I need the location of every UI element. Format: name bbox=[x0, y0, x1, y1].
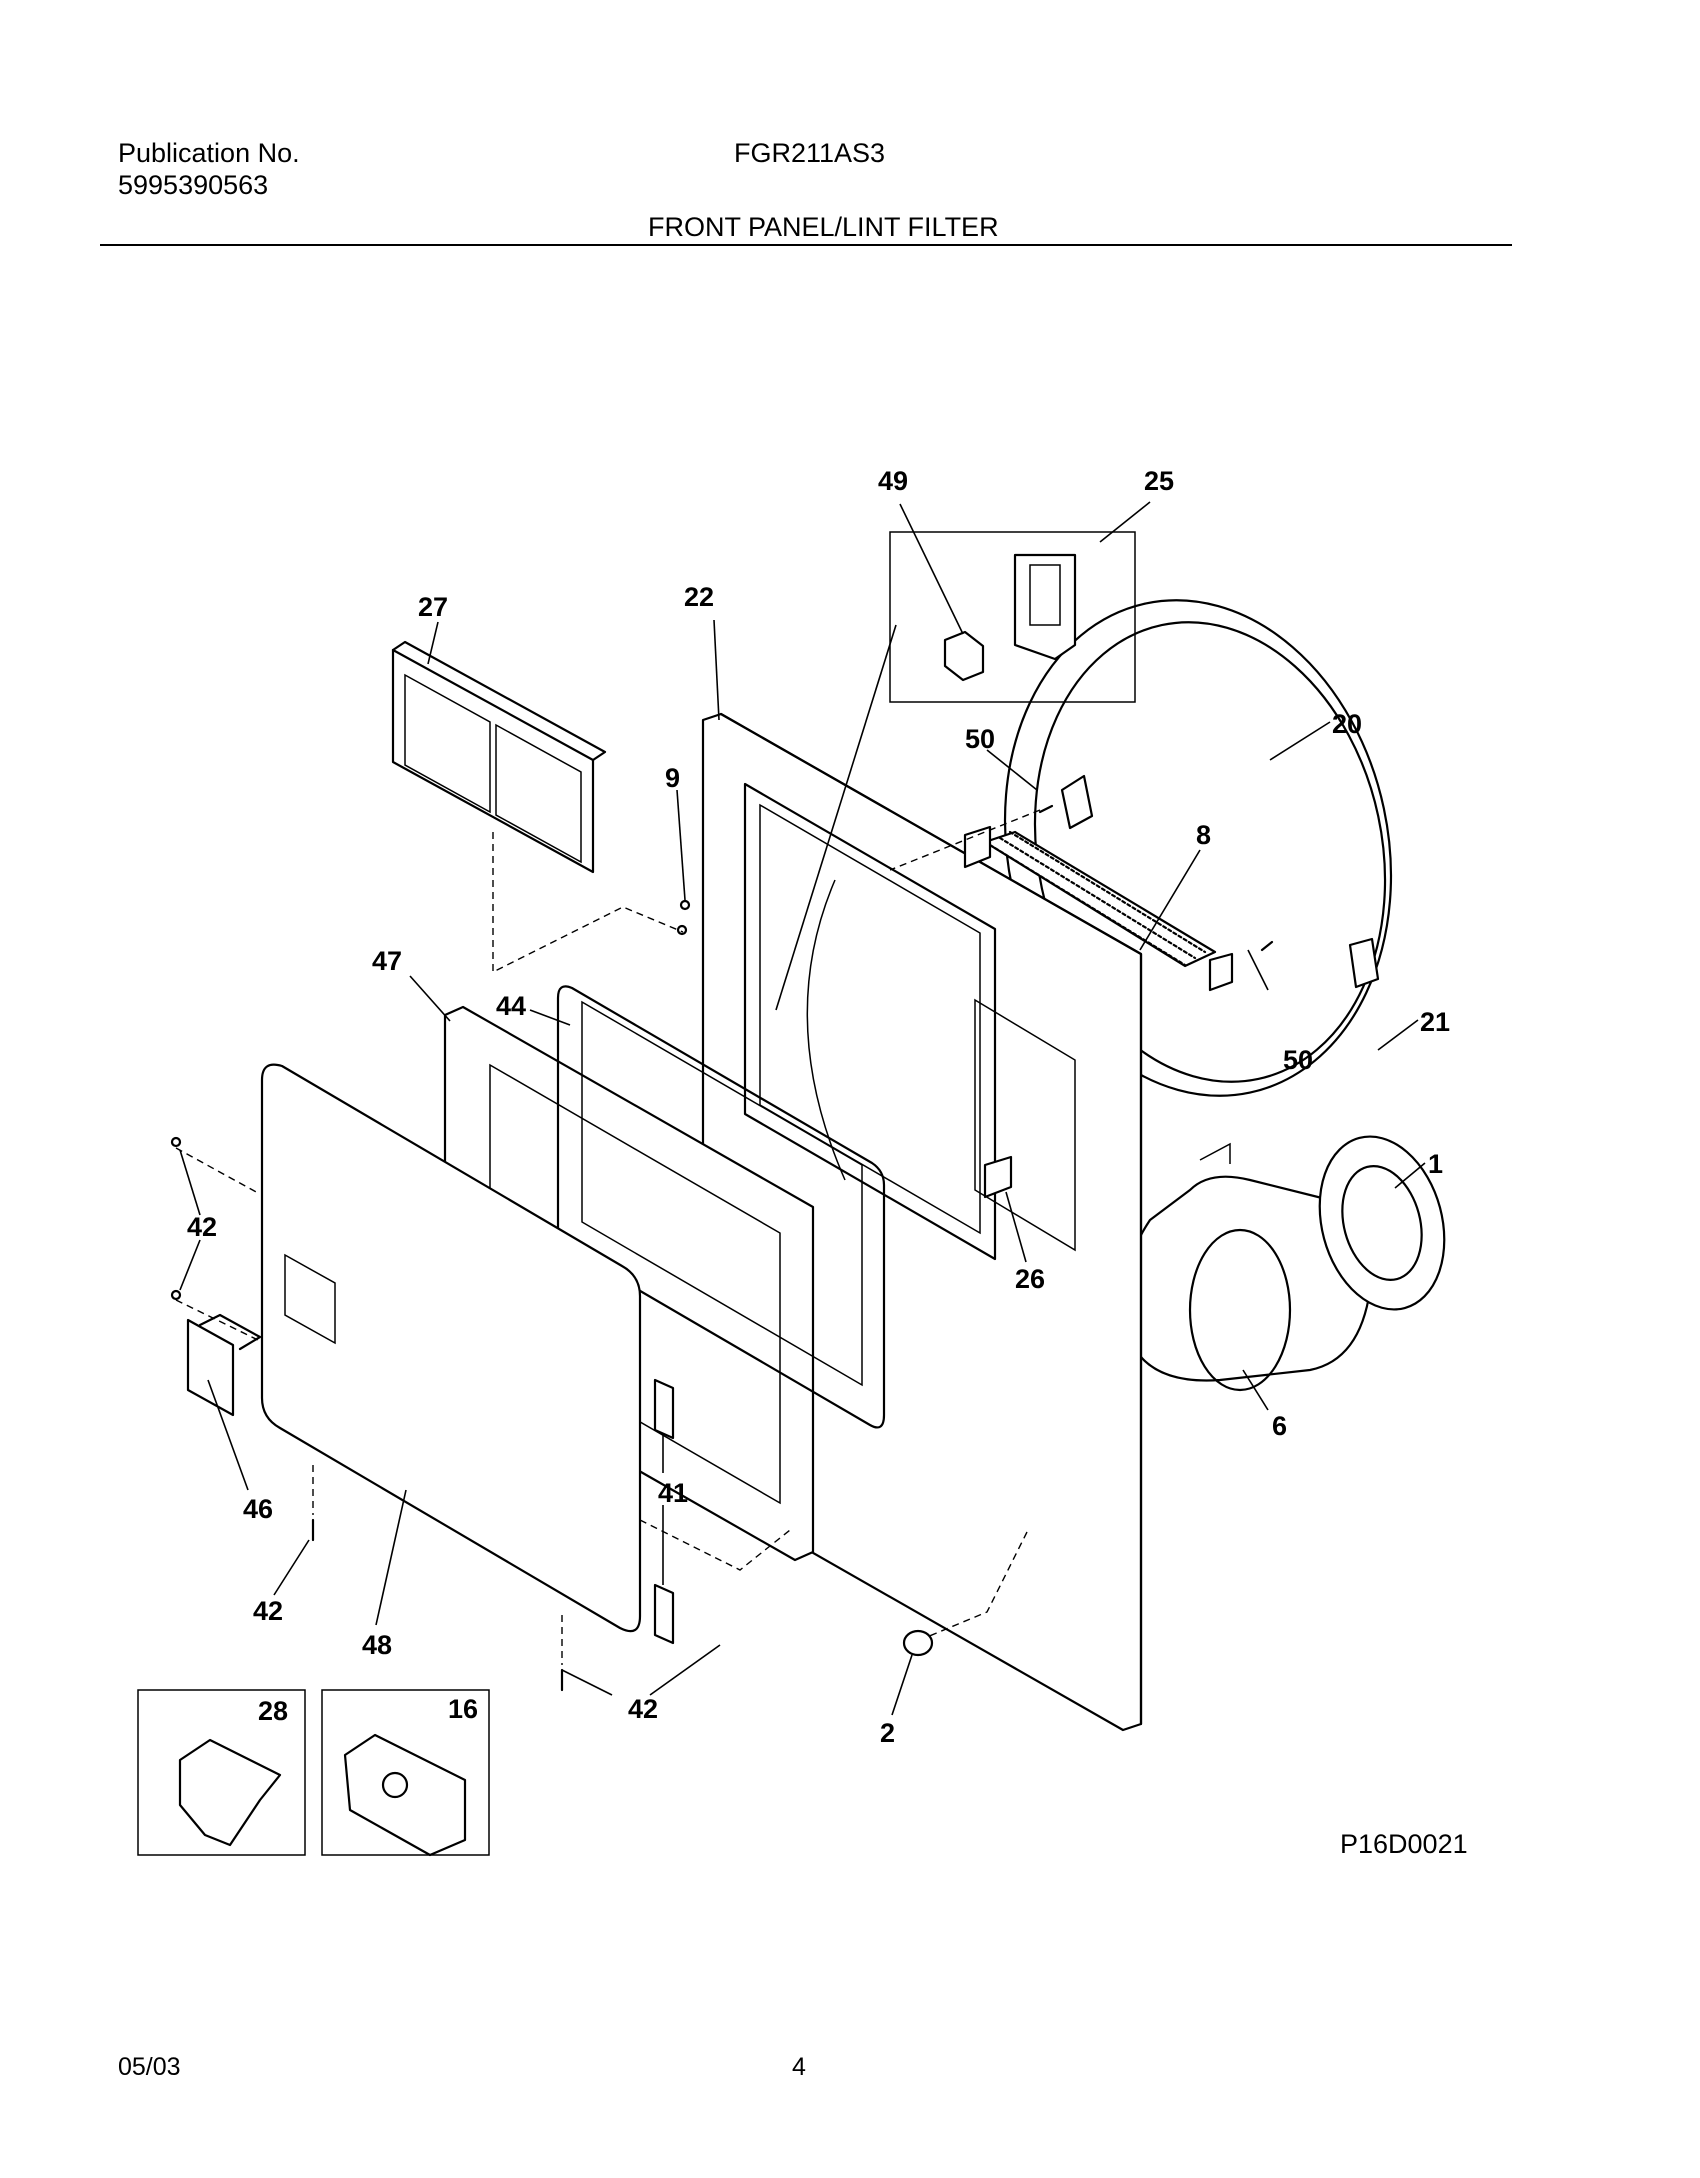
lint-screen-part bbox=[963, 825, 1234, 992]
inset-28 bbox=[137, 1689, 306, 1856]
callout-1: 1 bbox=[1428, 1149, 1443, 1179]
callout-48: 48 bbox=[362, 1630, 392, 1660]
callout-20: 20 bbox=[1332, 709, 1362, 739]
callout-21: 21 bbox=[1420, 1007, 1450, 1037]
callout-22: 22 bbox=[684, 582, 714, 612]
callout-8: 8 bbox=[1196, 820, 1211, 850]
figure-id: P16D0021 bbox=[1340, 1829, 1468, 1859]
inset-16 bbox=[321, 1689, 490, 1857]
door-catch-inset bbox=[889, 531, 1136, 703]
leader-lines bbox=[179, 501, 1426, 1716]
callout-50-lower: 50 bbox=[1283, 1045, 1313, 1075]
callout-44: 44 bbox=[496, 991, 526, 1021]
callout-46: 46 bbox=[243, 1494, 273, 1524]
callout-26: 26 bbox=[1015, 1264, 1045, 1294]
hinge-part bbox=[653, 1378, 675, 1645]
callout-50-upper: 50 bbox=[965, 724, 995, 754]
publication-number: 5995390563 bbox=[118, 170, 269, 200]
assembly-guides bbox=[175, 809, 1041, 1665]
callout-42-left: 42 bbox=[187, 1212, 217, 1242]
model-number: FGR211AS3 bbox=[734, 138, 886, 168]
header-rule bbox=[100, 244, 1512, 246]
callout-41: 41 bbox=[658, 1478, 688, 1508]
callout-25: 25 bbox=[1144, 466, 1174, 496]
callout-2: 2 bbox=[880, 1718, 895, 1748]
outer-door-part bbox=[260, 1063, 642, 1633]
blower-seal-part bbox=[1318, 1135, 1446, 1311]
callout-49: 49 bbox=[878, 466, 908, 496]
callout-6: 6 bbox=[1272, 1411, 1287, 1441]
lint-filter-part bbox=[391, 640, 607, 874]
callout-9: 9 bbox=[665, 763, 680, 793]
publication-label: Publication No. bbox=[118, 138, 300, 168]
screws bbox=[170, 804, 1274, 1692]
door-gasket-part bbox=[556, 985, 886, 1429]
drum-glide-part bbox=[902, 1629, 934, 1657]
callout-16: 16 bbox=[448, 1694, 478, 1724]
callout-28: 28 bbox=[258, 1696, 288, 1726]
callout-labels: 49 25 27 22 20 50 9 8 47 44 50 21 1 42 2… bbox=[187, 466, 1450, 1748]
footer-date: 05/03 bbox=[118, 2053, 181, 2081]
door-switch-part bbox=[983, 1155, 1013, 1199]
callout-47: 47 bbox=[372, 946, 402, 976]
callout-27: 27 bbox=[418, 592, 448, 622]
section-title: FRONT PANEL/LINT FILTER bbox=[648, 212, 999, 242]
callout-42-bottom-left: 42 bbox=[253, 1596, 283, 1626]
callout-42-bottom: 42 bbox=[628, 1694, 658, 1724]
door-handle-part bbox=[186, 1313, 262, 1417]
page-number: 4 bbox=[792, 2053, 806, 2081]
